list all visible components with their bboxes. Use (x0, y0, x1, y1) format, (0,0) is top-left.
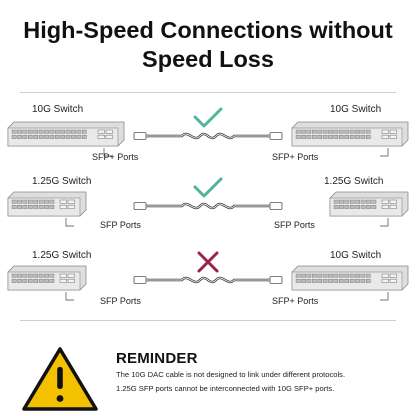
reminder-title: REMINDER (116, 350, 198, 367)
row1-right-ports-pointer (380, 148, 389, 157)
row3-right-switch-label: 10G Switch (330, 250, 382, 261)
row1-left-ports-pointer (103, 148, 112, 157)
row3-cross-icon (197, 251, 219, 273)
reminder-separator (20, 320, 396, 321)
row2-right-ports-label: SFP Ports (274, 220, 315, 230)
row3-left-ports-label: SFP Ports (100, 296, 141, 306)
warning-triangle-icon (22, 347, 98, 411)
row1-left-ports-label: SFP+ Ports (92, 152, 139, 162)
headline-line-1: High-Speed Connections without (23, 17, 393, 43)
row2-left-ports-label: SFP Ports (100, 220, 141, 230)
row1-right-switch-label: 10G Switch (330, 104, 382, 115)
row1-check-icon (193, 107, 223, 128)
row2-right-switch-label: 1.25G Switch (324, 176, 384, 187)
reminder-line-1: The 10G DAC cable is not designed to lin… (116, 370, 346, 379)
row3-right-ports-label: SFP+ Ports (272, 296, 319, 306)
row3-left-switch (7, 265, 87, 291)
row3-right-switch (291, 265, 409, 291)
row3-left-switch-label: 1.25G Switch (32, 250, 92, 261)
headline-line-2: Speed Loss (142, 46, 274, 72)
row3-dac-cable (133, 276, 283, 284)
row2-right-ports-pointer (380, 218, 389, 227)
row2-right-switch (329, 191, 409, 217)
row2-left-ports-pointer (65, 218, 74, 227)
top-separator (20, 92, 396, 93)
row3-right-ports-pointer (380, 292, 389, 301)
row2-dac-cable (133, 202, 283, 210)
row2-check-icon (193, 177, 223, 198)
row1-right-ports-label: SFP+ Ports (272, 152, 319, 162)
row2-left-switch (7, 191, 87, 217)
row2-left-switch-label: 1.25G Switch (32, 176, 92, 187)
row1-right-switch (291, 121, 409, 147)
headline: High-Speed Connections without Speed Los… (0, 16, 416, 74)
row1-left-switch (7, 121, 125, 147)
row1-dac-cable (133, 132, 283, 140)
row1-left-switch-label: 10G Switch (32, 104, 84, 115)
reminder-line-2: 1.25G SFP ports cannot be interconnected… (116, 384, 335, 393)
row3-left-ports-pointer (65, 292, 74, 301)
